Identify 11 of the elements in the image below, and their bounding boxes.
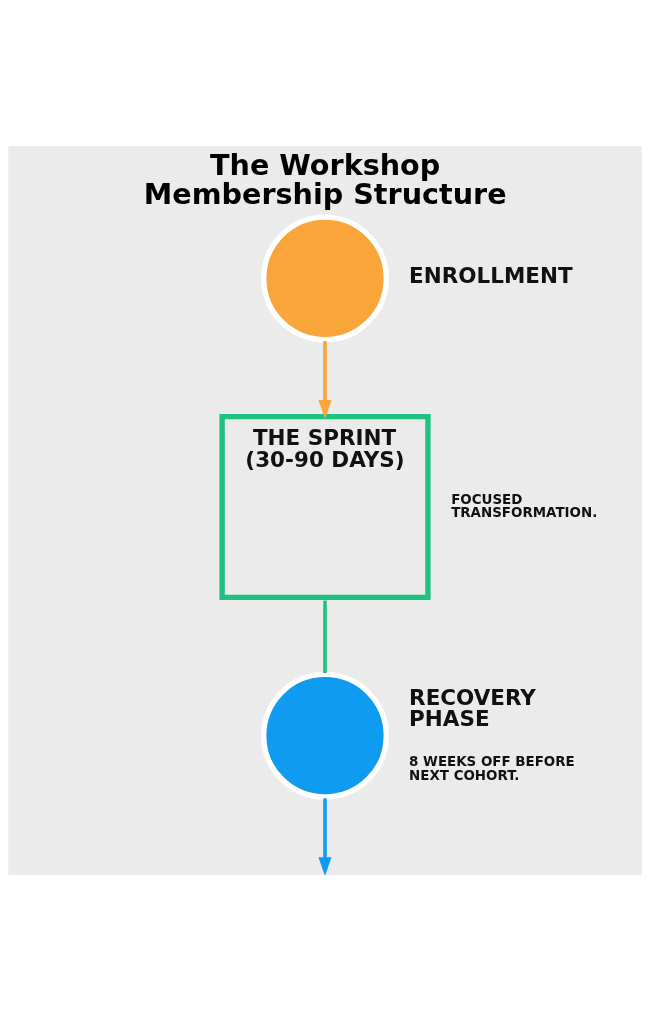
node-circle — [261, 213, 389, 342]
node-label: RECOVERY PHASE — [409, 684, 536, 731]
node-label: ENROLLMENT — [409, 262, 573, 288]
node-circle — [261, 671, 389, 800]
node-box: THE SPRINT (30-90 DAYS) — [219, 413, 431, 600]
connector — [323, 600, 327, 673]
node-label: 8 WEEKS OFF BEFORE NEXT COHORT. — [409, 753, 575, 783]
arrow — [318, 797, 332, 875]
node-label: FOCUSED TRANSFORMATION. — [451, 491, 598, 520]
diagram-title: The Workshop Membership Structure — [143, 147, 507, 211]
arrow — [318, 340, 332, 419]
